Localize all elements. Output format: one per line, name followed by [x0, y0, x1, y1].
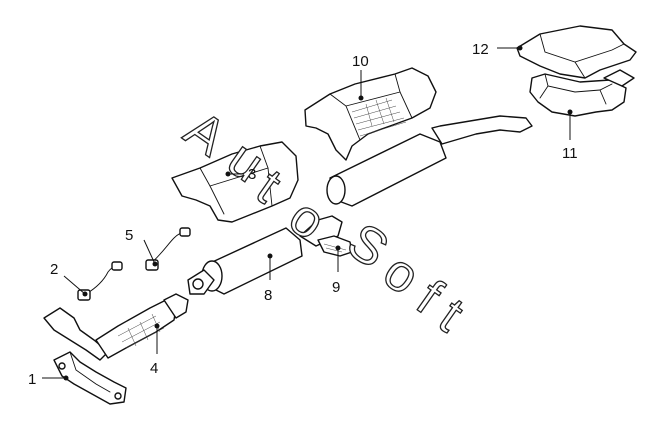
callout-9: 9 [332, 245, 341, 296]
part-11-rear-muffler [529, 69, 635, 117]
part-4-catalytic-converter [43, 293, 189, 361]
callout-label-5: 5 [125, 227, 133, 244]
callout-label-3: 3 [248, 166, 256, 183]
callout-4: 4 [150, 323, 160, 377]
callout-1: 1 [28, 371, 69, 388]
callout-8: 8 [264, 253, 273, 304]
callout-label-11: 11 [562, 145, 578, 162]
part-10-heat-shield [304, 67, 437, 161]
callout-label-9: 9 [332, 279, 340, 296]
callout-3: 3 [225, 166, 256, 183]
callout-11: 11 [562, 109, 578, 162]
callout-12: 12 [472, 41, 523, 58]
callout-label-12: 12 [472, 41, 489, 58]
callout-label-8: 8 [264, 287, 272, 304]
callout-label-10: 10 [352, 53, 369, 70]
callout-10: 10 [352, 53, 369, 101]
callout-5: 5 [125, 227, 158, 267]
callout-label-1: 1 [28, 371, 36, 388]
callout-label-2: 2 [50, 261, 58, 278]
callout-label-4: 4 [150, 360, 158, 377]
part-12-rear-heat-shield [516, 25, 637, 79]
part-9-hanger [317, 235, 353, 257]
part-1-front-pipe [53, 351, 127, 405]
part-3-tunnel-heat-shield [171, 141, 299, 223]
callout-2: 2 [50, 261, 88, 297]
